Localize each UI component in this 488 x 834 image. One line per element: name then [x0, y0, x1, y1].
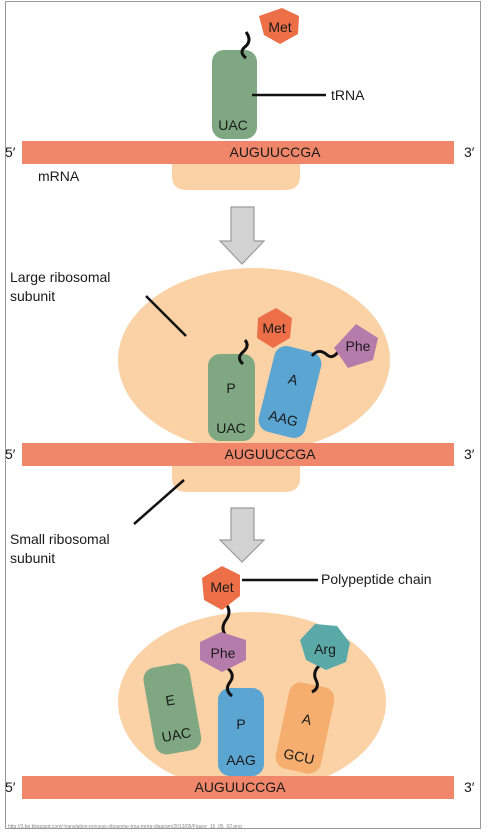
phe-label: Phe [346, 338, 371, 354]
small-subunit-shape [172, 160, 300, 190]
trna-body [212, 50, 257, 139]
mrna-strand [22, 443, 454, 466]
large-subunit-shape [118, 268, 390, 452]
p-site-label: P [226, 380, 235, 396]
large-subunit-leader [145, 295, 187, 337]
bond-squiggle [240, 31, 251, 60]
panel-2-elongation: Met P UAC A AAG Phe 5′ 3′ AUGUUCCGA Larg… [5, 268, 475, 566]
down-arrow-2 [218, 507, 266, 563]
met-amino-acid-shape [259, 8, 299, 44]
arg-amino-acid-shape [300, 624, 350, 670]
a-site-trna-group: A AAG [258, 346, 322, 438]
a-site-anticodon: AAG [267, 407, 300, 430]
chain-phe-label: Phe [211, 645, 236, 661]
a-site-trna-group: A GCU [275, 682, 335, 774]
bond-squiggle [221, 603, 231, 637]
a-site-trna [275, 682, 335, 774]
e-site-anticodon: UAC [160, 724, 192, 745]
panel-3-translocation: E UAC P AAG A GCU Met Polypeptide chain … [5, 566, 475, 799]
mrna-3-prime: 3′ [464, 144, 475, 160]
phe-amino-acid-shape [334, 324, 378, 368]
figure-frame [5, 1, 481, 829]
mrna-sequence: AUGUUCCGA [229, 144, 321, 160]
a-site-trna [258, 346, 322, 438]
small-subunit-shape [172, 462, 300, 492]
panel-1-initiation: Met UAC tRNA 5′ 3′ AUGUUCCGA mRNA [5, 8, 475, 190]
bond-squiggle [225, 665, 234, 698]
large-subunit-label-line2: subunit [10, 288, 55, 304]
p-site-label: P [236, 716, 245, 732]
down-arrow-1 [218, 206, 266, 265]
met-label: Met [262, 320, 285, 336]
small-subunit-label-line2: subunit [10, 550, 55, 566]
mrna-3-prime: 3′ [464, 446, 475, 462]
met-label: Met [268, 19, 291, 35]
phe-amino-acid-shape [200, 632, 246, 672]
p-site-trna [218, 688, 264, 776]
small-subunit-label-line1: Small ribosomal [10, 531, 110, 547]
mrna-3-prime: 3′ [464, 779, 475, 795]
bond-squiggle [311, 663, 322, 694]
a-site-label: A [301, 710, 314, 728]
polypeptide-chain-label: Polypeptide chain [321, 571, 432, 587]
trna-label: tRNA [331, 87, 365, 103]
mrna-strand [22, 776, 454, 799]
bond-squiggle [310, 349, 340, 359]
small-subunit-leader [133, 479, 185, 525]
chain-met-label: Met [210, 579, 233, 595]
p-site-trna [208, 354, 255, 441]
e-site-trna [143, 663, 202, 755]
mrna-label: mRNA [38, 168, 80, 184]
mrna-5-prime: 5′ [5, 446, 16, 462]
p-site-anticodon: AAG [226, 752, 256, 768]
e-site-label: E [164, 691, 176, 708]
mrna-strand [22, 141, 454, 164]
mrna-5-prime: 5′ [5, 779, 16, 795]
large-subunit-label-line1: Large ribosomal [10, 269, 110, 285]
mrna-5-prime: 5′ [5, 144, 16, 160]
mrna-sequence: AUGUUCCGA [224, 446, 316, 462]
bond-squiggle [238, 339, 249, 366]
met-amino-acid-shape [202, 566, 240, 610]
met-amino-acid-shape [257, 308, 292, 348]
source-url: http://3.bp.blogspot.com/-translation-pr… [8, 824, 242, 830]
arg-label: Arg [314, 641, 336, 657]
a-site-anticodon: GCU [282, 745, 316, 767]
mrna-sequence: AUGUUCCGA [194, 779, 286, 795]
p-site-anticodon: UAC [216, 420, 246, 436]
trna-anticodon: UAC [218, 117, 248, 133]
e-site-trna-group: E UAC [143, 663, 202, 755]
